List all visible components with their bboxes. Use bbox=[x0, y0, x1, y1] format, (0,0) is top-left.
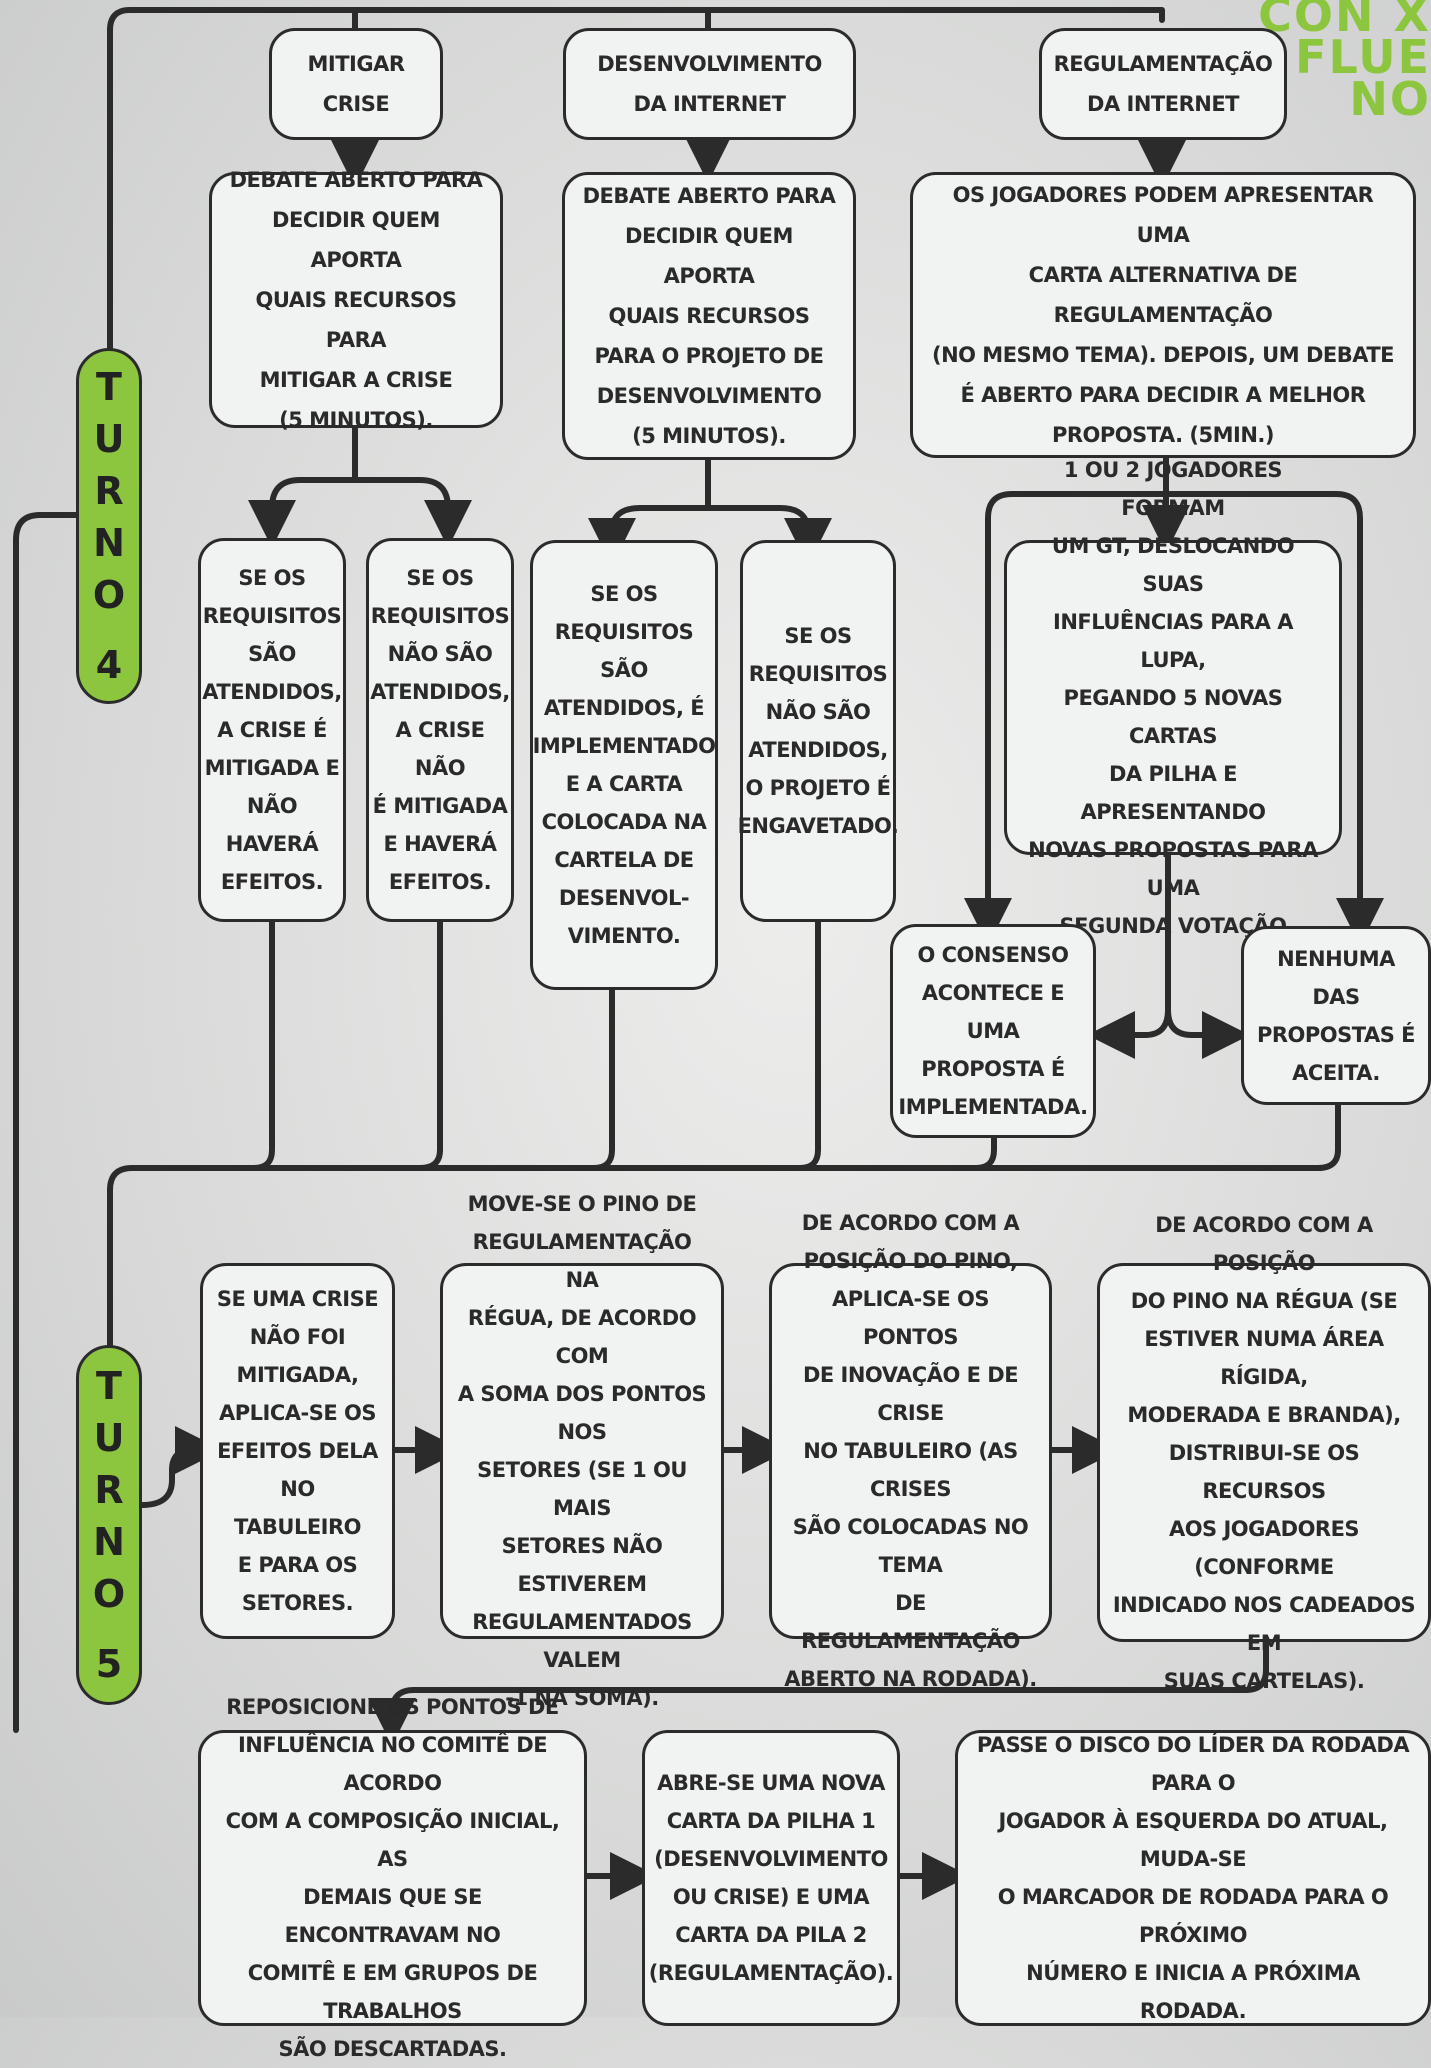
node-desenv-nao-atendidos: SE OS REQUISITOS NÃO SÃO ATENDIDOS, O PR… bbox=[737, 540, 899, 922]
node-grupo-trabalho: 1 OU 2 JOGADORES FORMAM UM GT, DESLOCAND… bbox=[1004, 458, 1342, 938]
turn-4-letter: O bbox=[92, 573, 126, 617]
node-debate-desenvolvimento: DEBATE ABERTO PARA DECIDIR QUEM APORTA Q… bbox=[562, 172, 856, 460]
node-text: ABRE-SE UMA NOVA CARTA DA PILHA 1 (DESEN… bbox=[648, 1771, 894, 1985]
turn-4-letter: U bbox=[93, 417, 125, 461]
node-desenv-atendidos: SE OS REQUISITOS SÃO ATENDIDOS, É IMPLEM… bbox=[530, 540, 718, 990]
node-consenso: O CONSENSO ACONTECE E UMA PROPOSTA É IMP… bbox=[890, 924, 1096, 1138]
node-text: DE ACORDO COM A POSIÇÃO DO PINO, APLICA-… bbox=[784, 1211, 1037, 1691]
turn-5-pill: T U R N O 5 bbox=[76, 1345, 142, 1705]
node-crise-nao-mitigada: SE UMA CRISE NÃO FOI MITIGADA, APLICA-SE… bbox=[200, 1263, 395, 1639]
node-distribui-recursos: DE ACORDO COM A POSIÇÃO DO PINO NA RÉGUA… bbox=[1097, 1213, 1431, 1693]
connector-top-bar bbox=[107, 7, 1165, 353]
turn-4-pill: T U R N O 4 bbox=[76, 348, 142, 704]
node-text: SE OS REQUISITOS SÃO ATENDIDOS, É IMPLEM… bbox=[532, 582, 716, 948]
node-text: SE UMA CRISE NÃO FOI MITIGADA, APLICA-SE… bbox=[216, 1287, 379, 1615]
connector-crise-split bbox=[269, 425, 451, 528]
node-text: NENHUMA DAS PROPOSTAS É ACEITA. bbox=[1256, 946, 1416, 1085]
node-pontos-inovacao: DE ACORDO COM A POSIÇÃO DO PINO, APLICA-… bbox=[769, 1211, 1052, 1691]
node-text: OS JOGADORES PODEM APRESENTAR UMA CARTA … bbox=[931, 183, 1395, 447]
node-text: SE OS REQUISITOS NÃO SÃO ATENDIDOS, O PR… bbox=[737, 624, 899, 838]
connector-lines bbox=[13, 7, 1384, 1900]
flowchart: CON X FLUE NO T U R N O 4 T U R N O 5 MI… bbox=[13, 0, 1431, 2061]
connector-gt-outcomes bbox=[1107, 852, 1228, 1038]
turn-4-number: 4 bbox=[95, 643, 123, 687]
node-text: DE ACORDO COM A POSIÇÃO DO PINO NA RÉGUA… bbox=[1112, 1212, 1416, 1693]
turn-4-letter: T bbox=[96, 365, 122, 409]
node-text: MOVE-SE O PINO DE REGULAMENTAÇÃO NA RÉGU… bbox=[457, 1192, 707, 1710]
corner-line-3: NO bbox=[1349, 72, 1431, 126]
node-reposicione: REPOSICIONE OS PONTOS DE INFLUÊNCIA NO C… bbox=[198, 1695, 587, 2061]
node-desenvolvimento-internet: DESENVOLVIMENTO DA INTERNET bbox=[563, 28, 856, 140]
node-text: REGULAMENTAÇÃO DA INTERNET bbox=[1053, 52, 1273, 116]
connector-turn5-entry bbox=[139, 1447, 203, 1508]
turn-4-letter: R bbox=[94, 469, 124, 513]
node-text: O CONSENSO ACONTECE E UMA PROPOSTA É IMP… bbox=[898, 943, 1088, 1119]
connector-merge-bar bbox=[107, 919, 1341, 1348]
node-text: PASSE O DISCO DO LÍDER DA RODADA PARA O … bbox=[976, 1733, 1410, 2023]
node-passe-disco: PASSE O DISCO DO LÍDER DA RODADA PARA O … bbox=[955, 1730, 1431, 2026]
turn-5-letter: T bbox=[96, 1364, 122, 1408]
node-text: REPOSICIONE OS PONTOS DE INFLUÊNCIA NO C… bbox=[225, 1695, 560, 2061]
node-text: 1 OU 2 JOGADORES FORMAM UM GT, DESLOCAND… bbox=[1028, 457, 1318, 938]
node-debate-crise: DEBATE ABERTO PARA DECIDIR QUEM APORTA Q… bbox=[209, 168, 503, 432]
corner-line-2: FLUE bbox=[1295, 30, 1431, 84]
node-crise-nao-atendidos: SE OS REQUISITOS NÃO SÃO ATENDIDOS, A CR… bbox=[366, 538, 514, 922]
node-nova-carta: ABRE-SE UMA NOVA CARTA DA PILHA 1 (DESEN… bbox=[642, 1730, 900, 2026]
node-text: DEBATE ABERTO PARA DECIDIR QUEM APORTA Q… bbox=[582, 184, 836, 448]
turn-5-letter: R bbox=[94, 1468, 124, 1512]
node-text: DEBATE ABERTO PARA DECIDIR QUEM APORTA Q… bbox=[229, 168, 483, 432]
node-regulamentacao-internet: REGULAMENTAÇÃO DA INTERNET bbox=[1039, 28, 1287, 140]
node-jogadores-alternativa: OS JOGADORES PODEM APRESENTAR UMA CARTA … bbox=[910, 172, 1416, 458]
corner-title-fragment: CON X FLUE NO bbox=[1258, 0, 1431, 126]
turn-5-letter: O bbox=[92, 1572, 126, 1616]
node-crise-atendidos: SE OS REQUISITOS SÃO ATENDIDOS, A CRISE … bbox=[198, 538, 346, 922]
turn-5-letter: U bbox=[93, 1416, 125, 1460]
turn-4-letter: N bbox=[93, 521, 125, 565]
node-text: DESENVOLVIMENTO DA INTERNET bbox=[597, 52, 822, 116]
node-nenhuma-aceita: NENHUMA DAS PROPOSTAS É ACEITA. bbox=[1241, 926, 1431, 1105]
node-text: MITIGAR CRISE bbox=[307, 52, 405, 116]
node-move-pino: MOVE-SE O PINO DE REGULAMENTAÇÃO NA RÉGU… bbox=[440, 1192, 724, 1710]
node-text: SE OS REQUISITOS NÃO SÃO ATENDIDOS, A CR… bbox=[370, 566, 510, 894]
connector-desenv-split bbox=[609, 457, 811, 548]
turn-5-number: 5 bbox=[95, 1642, 123, 1686]
connector-left-long bbox=[13, 512, 79, 1733]
turn-5-letter: N bbox=[93, 1520, 125, 1564]
node-mitigar-crise: MITIGAR CRISE bbox=[269, 28, 443, 140]
node-text: SE OS REQUISITOS SÃO ATENDIDOS, A CRISE … bbox=[202, 566, 342, 894]
corner-line-1: CON X bbox=[1258, 0, 1431, 42]
